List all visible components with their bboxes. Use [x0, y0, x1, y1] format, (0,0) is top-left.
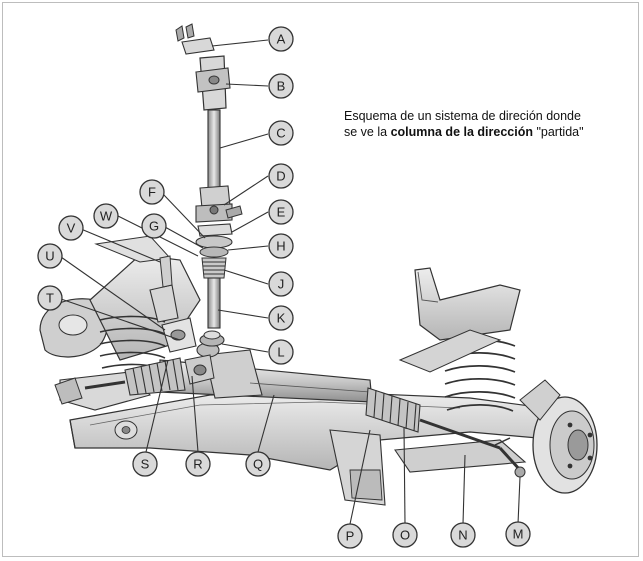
- callout-v: V: [58, 215, 84, 241]
- callout-r: R: [185, 451, 211, 477]
- callout-m-label: M: [513, 527, 524, 542]
- callout-w: W: [93, 203, 119, 229]
- callout-k: K: [268, 305, 294, 331]
- callout-l-label: L: [277, 345, 284, 360]
- callout-v-label: V: [67, 221, 76, 236]
- callout-a: A: [268, 26, 294, 52]
- caption-highlight: columna de la dirección: [390, 125, 533, 139]
- subframe: [69, 391, 561, 506]
- callout-t: T: [37, 285, 63, 311]
- callout-s: S: [132, 451, 158, 477]
- callout-p-label: P: [346, 529, 355, 544]
- callout-r-label: R: [193, 457, 202, 472]
- callout-m: M: [505, 521, 531, 547]
- callout-u: U: [37, 243, 63, 269]
- diagram-caption: Esquema de un sistema de direción donde …: [344, 108, 634, 140]
- callout-a-label: A: [277, 32, 286, 47]
- callout-s-label: S: [141, 457, 150, 472]
- caption-line-2: se ve la columna de la dirección "partid…: [344, 124, 634, 140]
- callout-d-label: D: [276, 169, 285, 184]
- steering-column: [175, 23, 243, 347]
- callout-q-label: Q: [253, 457, 263, 472]
- caption-line-1: Esquema de un sistema de direción donde: [344, 109, 581, 123]
- callout-n: N: [450, 522, 476, 548]
- callout-k-label: K: [277, 311, 286, 326]
- callout-j-label: J: [278, 277, 285, 292]
- callout-h-label: H: [276, 239, 285, 254]
- callout-j: J: [268, 271, 294, 297]
- callout-f-label: F: [148, 185, 156, 200]
- callout-p: P: [337, 523, 363, 549]
- callout-q: Q: [245, 451, 271, 477]
- callout-b-label: B: [277, 79, 286, 94]
- right-rack-boot: [365, 387, 421, 433]
- callout-n-label: N: [458, 528, 467, 543]
- callout-c: C: [268, 120, 294, 146]
- callout-f: F: [139, 179, 165, 205]
- caption-line-2-suffix: "partida": [532, 125, 584, 139]
- callout-o-label: O: [400, 528, 410, 543]
- callout-t-label: T: [46, 291, 54, 306]
- callout-w-label: W: [100, 209, 113, 224]
- callout-h: H: [268, 233, 294, 259]
- left-rack-boot: [124, 357, 186, 396]
- right-suspension: [394, 267, 598, 494]
- callout-g: G: [141, 213, 167, 239]
- callout-c-label: C: [276, 126, 285, 141]
- callout-g-label: G: [149, 219, 159, 234]
- caption-line-2-prefix: se ve la: [344, 125, 391, 139]
- callout-o: O: [392, 522, 418, 548]
- callout-b: B: [268, 73, 294, 99]
- callout-u-label: U: [45, 249, 54, 264]
- leader-lines: [60, 39, 521, 525]
- callout-l: L: [268, 339, 294, 365]
- callouts: A B C D E F G H: [37, 26, 531, 549]
- callout-d: D: [268, 163, 294, 189]
- callout-e-label: E: [277, 205, 286, 220]
- callout-e: E: [268, 199, 294, 225]
